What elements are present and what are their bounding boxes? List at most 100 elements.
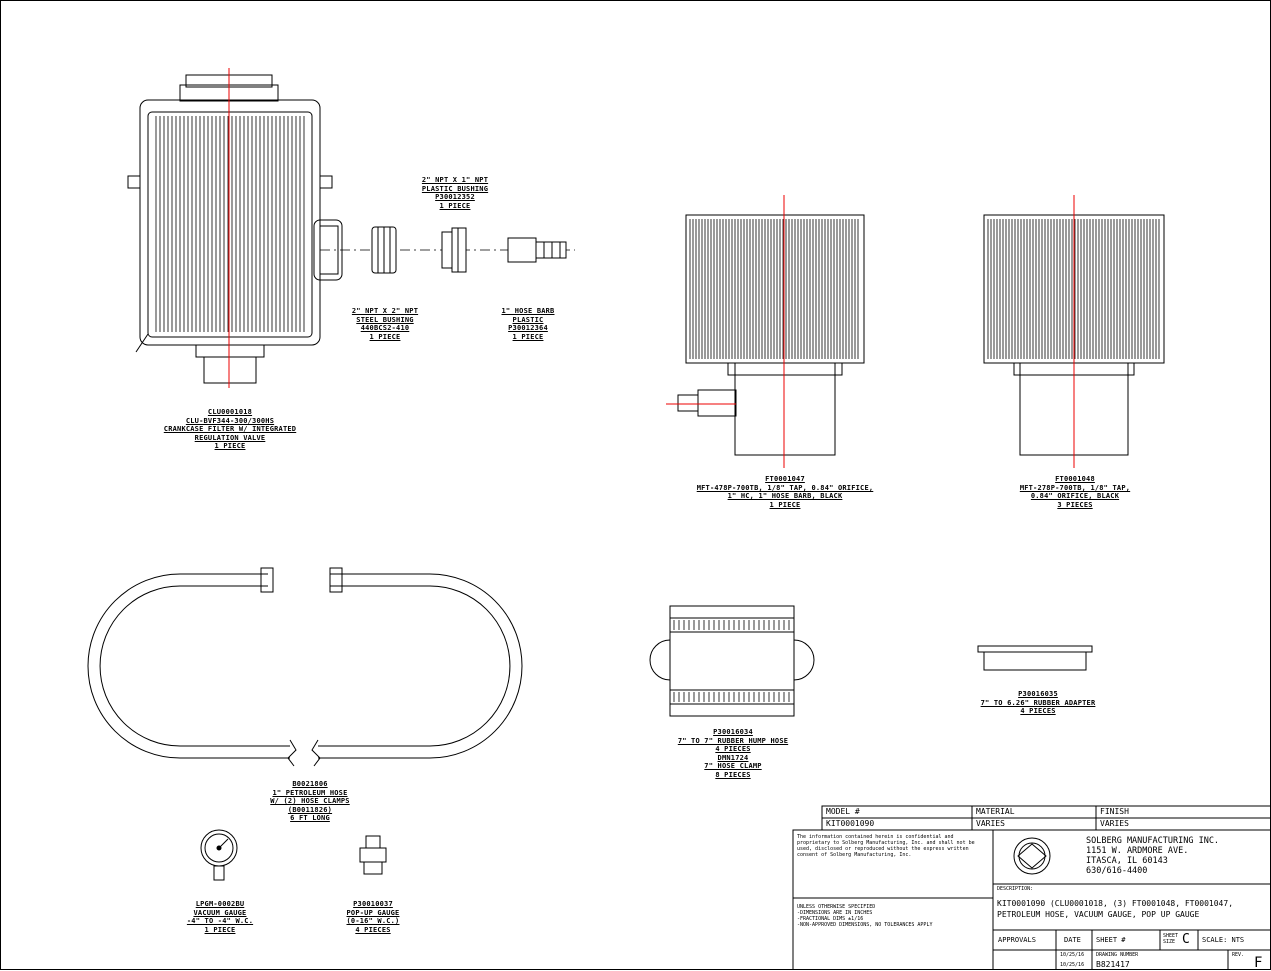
rubber-adapter-drawing [977, 645, 1093, 671]
hose-clamps: W/ (2) HOSE CLAMPS [270, 797, 350, 805]
hose-barb-material: PLASTIC [512, 315, 544, 324]
description-text: KIT0001090 (CLU0001018, (3) FT0001048, F… [997, 898, 1233, 920]
plastic-bushing-qty: 1 PIECE [439, 201, 471, 210]
hose-barb-part: P30012364 [508, 324, 548, 332]
title-block-frame [792, 805, 1271, 970]
clamp-part: DMN1724 [717, 753, 749, 762]
tolerance-notes: UNLESS OTHERWISE SPECIFIED -DIMENSIONS A… [797, 904, 933, 928]
steel-bushing-qty: 1 PIECE [369, 332, 401, 341]
plastic-bushing-size: 2" NPT X 1" NPT [421, 176, 489, 184]
ft1048-qty: 3 PIECES [1057, 500, 1093, 509]
plastic-bushing-desc: PLASTIC BUSHING [421, 184, 489, 193]
popup-desc: POP-UP GAUGE [346, 908, 400, 917]
sheet-size-value: C [1182, 932, 1190, 947]
ft1047-desc2: 1" HC, 1" HOSE BARB, BLACK [727, 492, 843, 500]
steel-bushing-size: 2" NPT X 2" NPT [351, 307, 419, 315]
plastic-bushing-drawing [441, 227, 467, 273]
hump-hose-drawing [649, 605, 815, 717]
hose-barb-drawing [507, 237, 567, 263]
date-label: DATE [1064, 936, 1081, 944]
steel-bushing-part: 440BCS2-410 [360, 324, 410, 332]
popup-label: P30010037 POP-UP GAUGE (0-16" W.C.) 4 PI… [323, 900, 423, 934]
description-label: DESCRIPTION: [997, 886, 1034, 892]
rev-label: REV. [1232, 952, 1245, 958]
steel-bushing-drawing [371, 226, 397, 274]
description-line1: KIT0001090 (CLU0001018, (3) FT0001048, F… [997, 899, 1234, 908]
finish-value: VARIES [1100, 819, 1129, 828]
gauge-label: LPGM-0002BU VACUUM GAUGE -4" TO -4" W.C.… [170, 900, 270, 934]
sheet-size-label: SHEET SIZE [1163, 933, 1179, 945]
hump-desc: 7" TO 7" RUBBER HUMP HOSE [677, 736, 789, 745]
filter-ft0001047-drawing [677, 214, 865, 456]
company-phone: 630/616-4400 [1086, 866, 1148, 876]
sheet-label: SHEET # [1096, 936, 1126, 944]
adapter-label: P30016035 7" TO 6.26" RUBBER ADAPTER 4 P… [958, 690, 1118, 716]
material-label: MATERIAL [976, 807, 1015, 816]
popup-gauge-drawing [359, 835, 387, 875]
plastic-bushing-part: P30012352 [435, 193, 475, 201]
petroleum-hose-drawing [87, 567, 523, 767]
finish-label: FINISH [1100, 807, 1129, 816]
date-2: 10/25/16 [1060, 962, 1085, 968]
hose-clamp-part: (B0011826) [287, 805, 333, 814]
filter-qty: 1 PIECE [214, 442, 246, 450]
hose-part: B0021806 [292, 780, 328, 788]
confidentiality-notice: The information contained herein is conf… [797, 834, 975, 858]
ft1048-part: FT0001048 [1055, 475, 1095, 483]
popup-part: P30010037 [353, 900, 393, 908]
gauge-qty: 1 PIECE [204, 925, 236, 934]
hose-desc: 1" PETROLEUM HOSE [272, 788, 348, 797]
popup-qty: 4 PIECES [355, 925, 391, 934]
drawing-number-value: B821417 [1096, 960, 1130, 969]
ft1047-qty: 1 PIECE [769, 500, 801, 509]
ft1047-label: FT0001047 MFT-478P-700TB, 1/8" TAP, 0.84… [660, 475, 910, 509]
date-1: 10/25/16 [1060, 952, 1085, 958]
ft1048-desc2: 0.84" ORIFICE, BLACK [1030, 492, 1120, 500]
clamp-qty: 8 PIECES [715, 770, 751, 779]
filter-part-no: CLU0001018 [207, 408, 253, 416]
company-info: SOLBERG MANUFACTURING INC. 1151 W. ARDMO… [1086, 836, 1219, 876]
company-address1: 1151 W. ARDMORE AVE. [1086, 846, 1189, 856]
crankcase-filter-drawing [127, 74, 343, 384]
hose-length: 6 FT LONG [290, 814, 330, 822]
plastic-bushing-label: 2" NPT X 1" NPT PLASTIC BUSHING P3001235… [395, 176, 515, 210]
company-name: SOLBERG MANUFACTURING INC. [1086, 836, 1220, 846]
hose-barb-label: 1" HOSE BARB PLASTIC P30012364 1 PIECE [478, 307, 578, 341]
adapter-qty: 4 PIECES [1020, 707, 1056, 715]
company-address2: ITASCA, IL 60143 [1086, 856, 1168, 866]
model-label: MODEL # [826, 807, 860, 816]
model-value: KIT0001090 [826, 819, 875, 828]
scale-label: SCALE: NTS [1202, 936, 1245, 944]
filter-label: CLU0001018 CLU-BVF344-300/300HS CRANKCAS… [140, 408, 320, 451]
steel-bushing-desc: STEEL BUSHING [356, 315, 414, 324]
rev-value: F [1254, 955, 1263, 971]
adapter-desc: 7" TO 6.26" RUBBER ADAPTER [980, 698, 1096, 707]
gauge-desc: VACUUM GAUGE [193, 908, 247, 917]
filter-desc2: REGULATION VALVE [194, 433, 266, 442]
steel-bushing-label: 2" NPT X 2" NPT STEEL BUSHING 440BCS2-41… [325, 307, 445, 341]
gauge-range: -4" TO -4" W.C. [186, 917, 254, 925]
hump-hose-label: P30016034 7" TO 7" RUBBER HUMP HOSE 4 PI… [638, 728, 828, 779]
hose-label: B0021806 1" PETROLEUM HOSE W/ (2) HOSE C… [240, 780, 380, 823]
filter-desc: CRANKCASE FILTER W/ INTEGRATED [163, 425, 297, 433]
approvals-label: APPROVALS [998, 936, 1036, 944]
description-line2: PETROLEUM HOSE, VACUUM GAUGE, POP UP GAU… [997, 910, 1200, 919]
filter-model: CLU-BVF344-300/300HS [185, 416, 275, 425]
hose-barb-qty: 1 PIECE [512, 332, 544, 341]
ft1048-label: FT0001048 MFT-278P-700TB, 1/8" TAP, 0.84… [990, 475, 1160, 509]
popup-range: (0-16" W.C.) [346, 917, 400, 925]
material-value: VARIES [976, 819, 1005, 828]
ft1047-part: FT0001047 [765, 475, 805, 483]
ft1048-desc: MFT-278P-700TB, 1/8" TAP, [1019, 483, 1131, 492]
ft1047-desc: MFT-478P-700TB, 1/8" TAP, 0.84" ORIFICE, [696, 483, 874, 492]
adapter-part: P30016035 [1018, 690, 1058, 698]
hump-part: P30016034 [713, 728, 753, 736]
gauge-part: LPGM-0002BU [195, 900, 245, 908]
clamp-desc: 7" HOSE CLAMP [704, 762, 762, 770]
hose-barb-size: 1" HOSE BARB [501, 307, 555, 315]
drawing-number-label: DRAWING NUMBER [1096, 952, 1139, 958]
vacuum-gauge-drawing [200, 829, 238, 881]
hump-qty: 4 PIECES [715, 745, 751, 753]
